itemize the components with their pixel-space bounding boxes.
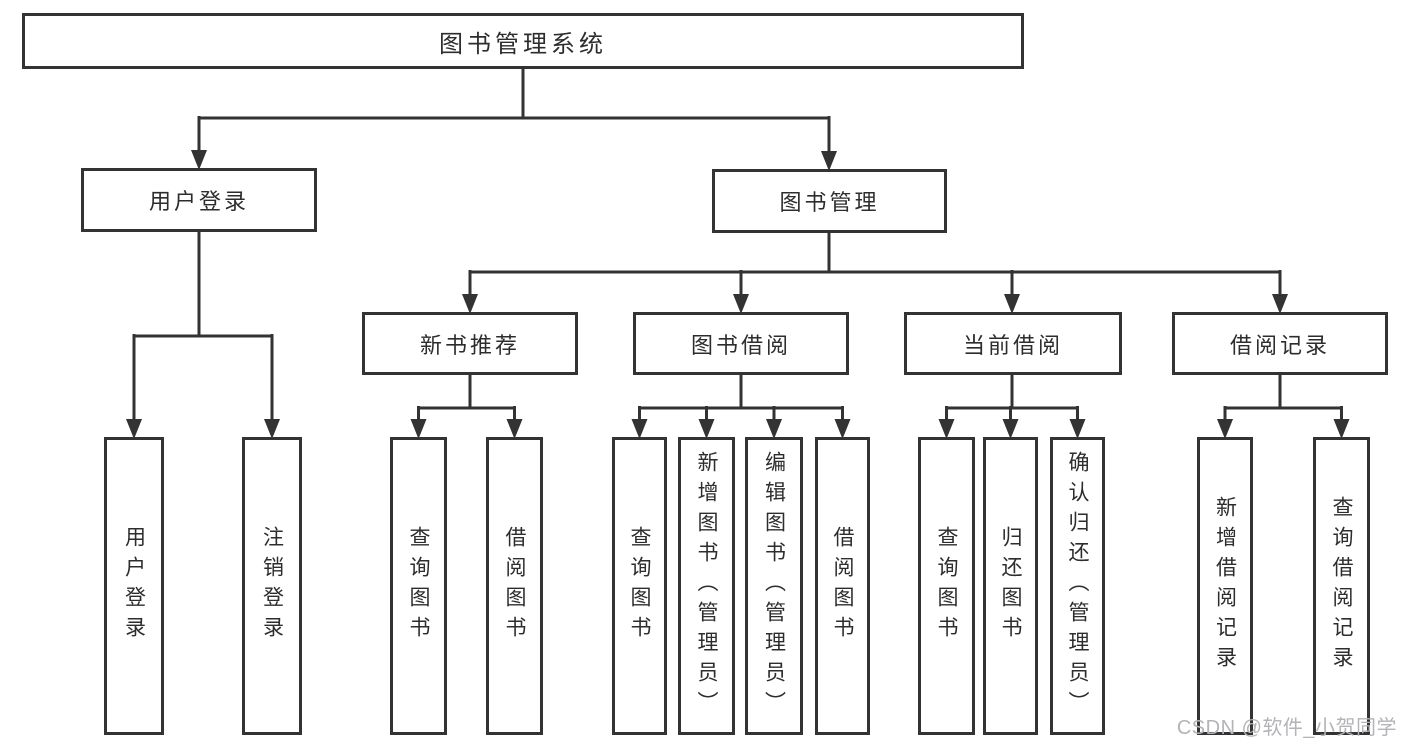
node-label: 新增图书（管理员） bbox=[695, 451, 718, 721]
node-label: 当前借阅 bbox=[962, 332, 1063, 358]
connector-bookborrow-to-leaves bbox=[631, 375, 851, 439]
node-label: 归还图书 bbox=[999, 526, 1022, 646]
arrowhead-icon bbox=[821, 151, 837, 171]
arrowhead-icon bbox=[1217, 419, 1233, 439]
arrowhead-icon bbox=[1002, 419, 1019, 439]
arrowhead-icon bbox=[126, 419, 142, 439]
node-borrow-records: 借阅记录 bbox=[1172, 312, 1388, 375]
arrowhead-icon bbox=[938, 419, 955, 439]
node-label: 查询图书 bbox=[935, 526, 958, 646]
leaf-query-books-3: 查询图书 bbox=[918, 437, 975, 735]
node-root: 图书管理系统 bbox=[22, 13, 1024, 69]
leaf-query-books-1: 查询图书 bbox=[390, 437, 447, 735]
leaf-query-borrow-record: 查询借阅记录 bbox=[1313, 437, 1370, 735]
arrowhead-icon bbox=[191, 150, 207, 170]
arrowhead-icon bbox=[264, 419, 280, 439]
arrowhead-icon bbox=[1004, 294, 1020, 314]
arrowhead-icon bbox=[631, 419, 648, 439]
node-label: 新书推荐 bbox=[419, 332, 520, 358]
leaf-edit-book-admin: 编辑图书（管理员） bbox=[745, 437, 803, 735]
connector-currentborrow-to-leaves bbox=[938, 375, 1086, 439]
connector-borrowrecords-to-leaves bbox=[1217, 375, 1350, 439]
node-book-borrow: 图书借阅 bbox=[633, 312, 849, 375]
node-label: 借阅记录 bbox=[1229, 332, 1330, 358]
arrowhead-icon bbox=[834, 419, 851, 439]
arrowhead-icon bbox=[733, 294, 749, 314]
node-label: 确认归还（管理员） bbox=[1066, 451, 1089, 721]
node-label: 新增借阅记录 bbox=[1213, 496, 1237, 676]
node-label: 注销登录 bbox=[260, 526, 284, 646]
csdn-watermark: CSDN @软件_小贺同学 bbox=[1176, 717, 1397, 739]
connector-root-to-level2 bbox=[191, 69, 837, 171]
node-label: 用户登录 bbox=[148, 189, 249, 214]
node-label: 借阅图书 bbox=[503, 526, 526, 646]
arrowhead-icon bbox=[462, 294, 478, 314]
arrowhead-icon bbox=[1069, 419, 1086, 439]
leaf-add-borrow-record: 新增借阅记录 bbox=[1197, 437, 1253, 735]
connector-userlogin-to-leaves bbox=[126, 232, 280, 439]
arrowhead-icon bbox=[1272, 294, 1288, 314]
leaf-user-login: 用户登录 bbox=[104, 437, 164, 735]
node-user-login: 用户登录 bbox=[81, 168, 317, 232]
leaf-query-books-2: 查询图书 bbox=[612, 437, 667, 735]
node-new-book-recommend: 新书推荐 bbox=[362, 312, 578, 375]
leaf-logout: 注销登录 bbox=[242, 437, 302, 735]
node-book-management: 图书管理 bbox=[712, 169, 947, 233]
node-label: 用户登录 bbox=[122, 526, 146, 646]
node-label: 查询图书 bbox=[407, 526, 430, 646]
arrowhead-icon bbox=[410, 419, 427, 439]
node-label: 查询图书 bbox=[628, 526, 651, 646]
node-label: 借阅图书 bbox=[831, 526, 854, 646]
connector-bookmgmt-to-level3 bbox=[462, 233, 1288, 314]
leaf-confirm-return-admin: 确认归还（管理员） bbox=[1050, 437, 1105, 735]
arrowhead-icon bbox=[766, 419, 782, 439]
leaf-borrow-books-1: 借阅图书 bbox=[486, 437, 543, 735]
node-label: 查询借阅记录 bbox=[1330, 496, 1353, 676]
node-label: 图书管理 bbox=[779, 190, 880, 215]
leaf-borrow-books-2: 借阅图书 bbox=[815, 437, 870, 735]
arrowhead-icon bbox=[1333, 419, 1350, 439]
leaf-return-book: 归还图书 bbox=[983, 437, 1038, 735]
arrowhead-icon bbox=[506, 419, 523, 439]
node-label: 编辑图书（管理员） bbox=[762, 451, 786, 721]
leaf-add-book-admin: 新增图书（管理员） bbox=[678, 437, 735, 735]
node-current-borrow: 当前借阅 bbox=[904, 312, 1122, 375]
connector-newbookrec-to-leaves bbox=[410, 375, 523, 439]
node-label: 图书管理系统 bbox=[439, 30, 607, 58]
arrowhead-icon bbox=[698, 419, 715, 439]
node-label: 图书借阅 bbox=[690, 332, 791, 358]
